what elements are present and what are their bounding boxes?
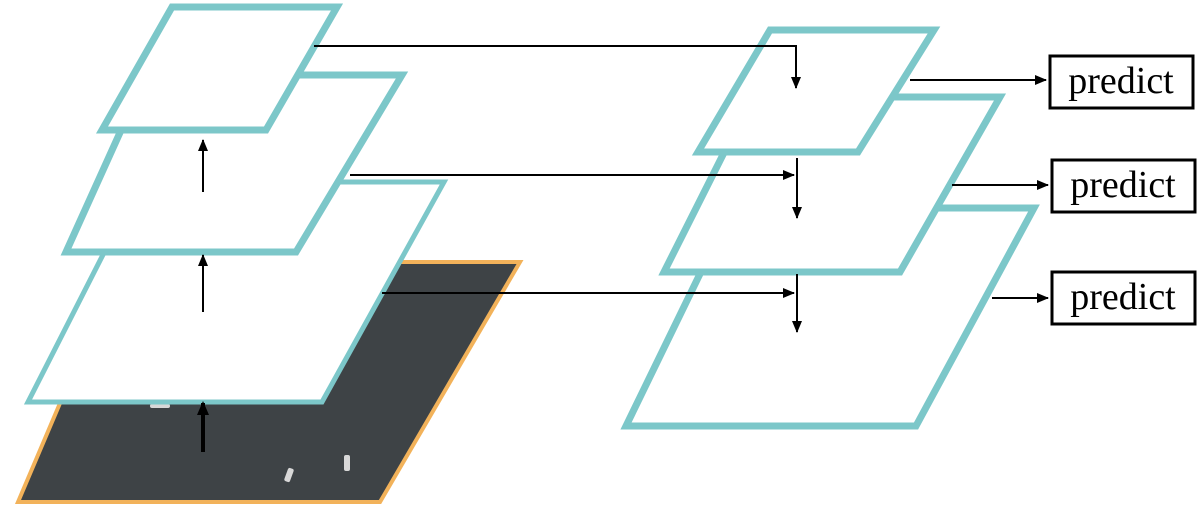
predict-label-bottom: predict — [1070, 276, 1176, 318]
predict-label-middle: predict — [1070, 164, 1176, 206]
top-down-pathway — [620, 26, 1040, 430]
feature-map-top-down-3 — [691, 26, 941, 156]
image-speck — [284, 467, 294, 483]
image-speck — [344, 455, 350, 471]
predict-box-bottom — [1050, 270, 1197, 326]
prediction-outputs: predict predict predict — [910, 54, 1197, 326]
lateral-connections — [314, 45, 801, 298]
bottom-up-pathway — [14, 3, 524, 504]
lateral-connection-top — [314, 45, 801, 89]
feature-map-bottom-up-3 — [95, 3, 344, 134]
predict-box-top — [1048, 54, 1195, 110]
predict-box-middle — [1050, 158, 1197, 214]
predict-label-top: predict — [1068, 60, 1174, 102]
image-speck — [150, 404, 170, 408]
